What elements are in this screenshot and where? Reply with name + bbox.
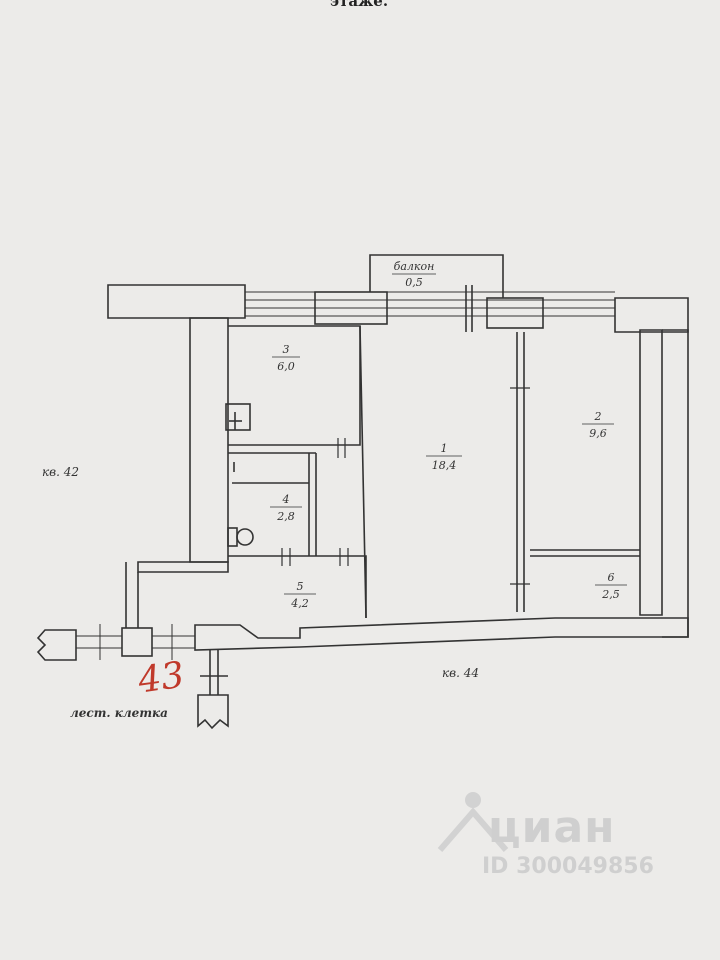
stairwell-label: лест. клетка	[70, 706, 168, 720]
room-3-wall	[228, 325, 361, 446]
balcony-area: 0,5	[405, 276, 423, 289]
room-labels: 3 6,0 1 18,4 2 9,6 4 2,8 5 4,2 6 2,5 бал…	[270, 260, 627, 610]
room-1-number: 1	[441, 442, 448, 455]
pier-1	[314, 291, 388, 325]
room-3-number: 3	[283, 343, 290, 356]
wall-left	[189, 317, 229, 563]
door-ticks	[281, 387, 530, 585]
watermark-brand: циан	[488, 802, 616, 853]
window-lines	[245, 291, 615, 317]
neighbor-left-label: кв. 42	[42, 465, 79, 479]
toilet-icon	[236, 528, 254, 546]
stairwell-wall-left	[36, 629, 77, 661]
room-4-number: 4	[282, 493, 290, 506]
room-4-area: 2,8	[276, 510, 295, 523]
wall-top	[107, 284, 246, 319]
sink-icon	[225, 403, 251, 431]
room-2-area: 9,6	[589, 427, 607, 440]
room-5-number: 5	[297, 580, 304, 593]
room-2-number: 2	[594, 410, 602, 423]
page-header: этаже.	[330, 0, 389, 10]
room-6-area: 2,5	[601, 588, 620, 601]
balcony-outline	[369, 254, 504, 298]
wall-top-right	[614, 297, 689, 333]
cian-logo-icon	[437, 792, 509, 852]
watermark-id: ID 300049856	[482, 854, 654, 879]
handwritten-apartment-number: 43	[135, 655, 187, 702]
room-1-area: 18,4	[432, 459, 457, 472]
balcony-label: балкон	[394, 260, 435, 273]
stairwell-pier	[121, 627, 153, 657]
wall-bottom	[194, 617, 689, 651]
wall-right	[639, 329, 663, 616]
room-6-number: 6	[608, 571, 615, 584]
stairwell-wall-bottom	[197, 694, 229, 730]
neighbor-right-label: кв. 44	[442, 666, 479, 680]
pier-2	[486, 297, 544, 329]
room-5-area: 4,2	[290, 597, 309, 610]
room-3-area: 6,0	[277, 360, 295, 373]
